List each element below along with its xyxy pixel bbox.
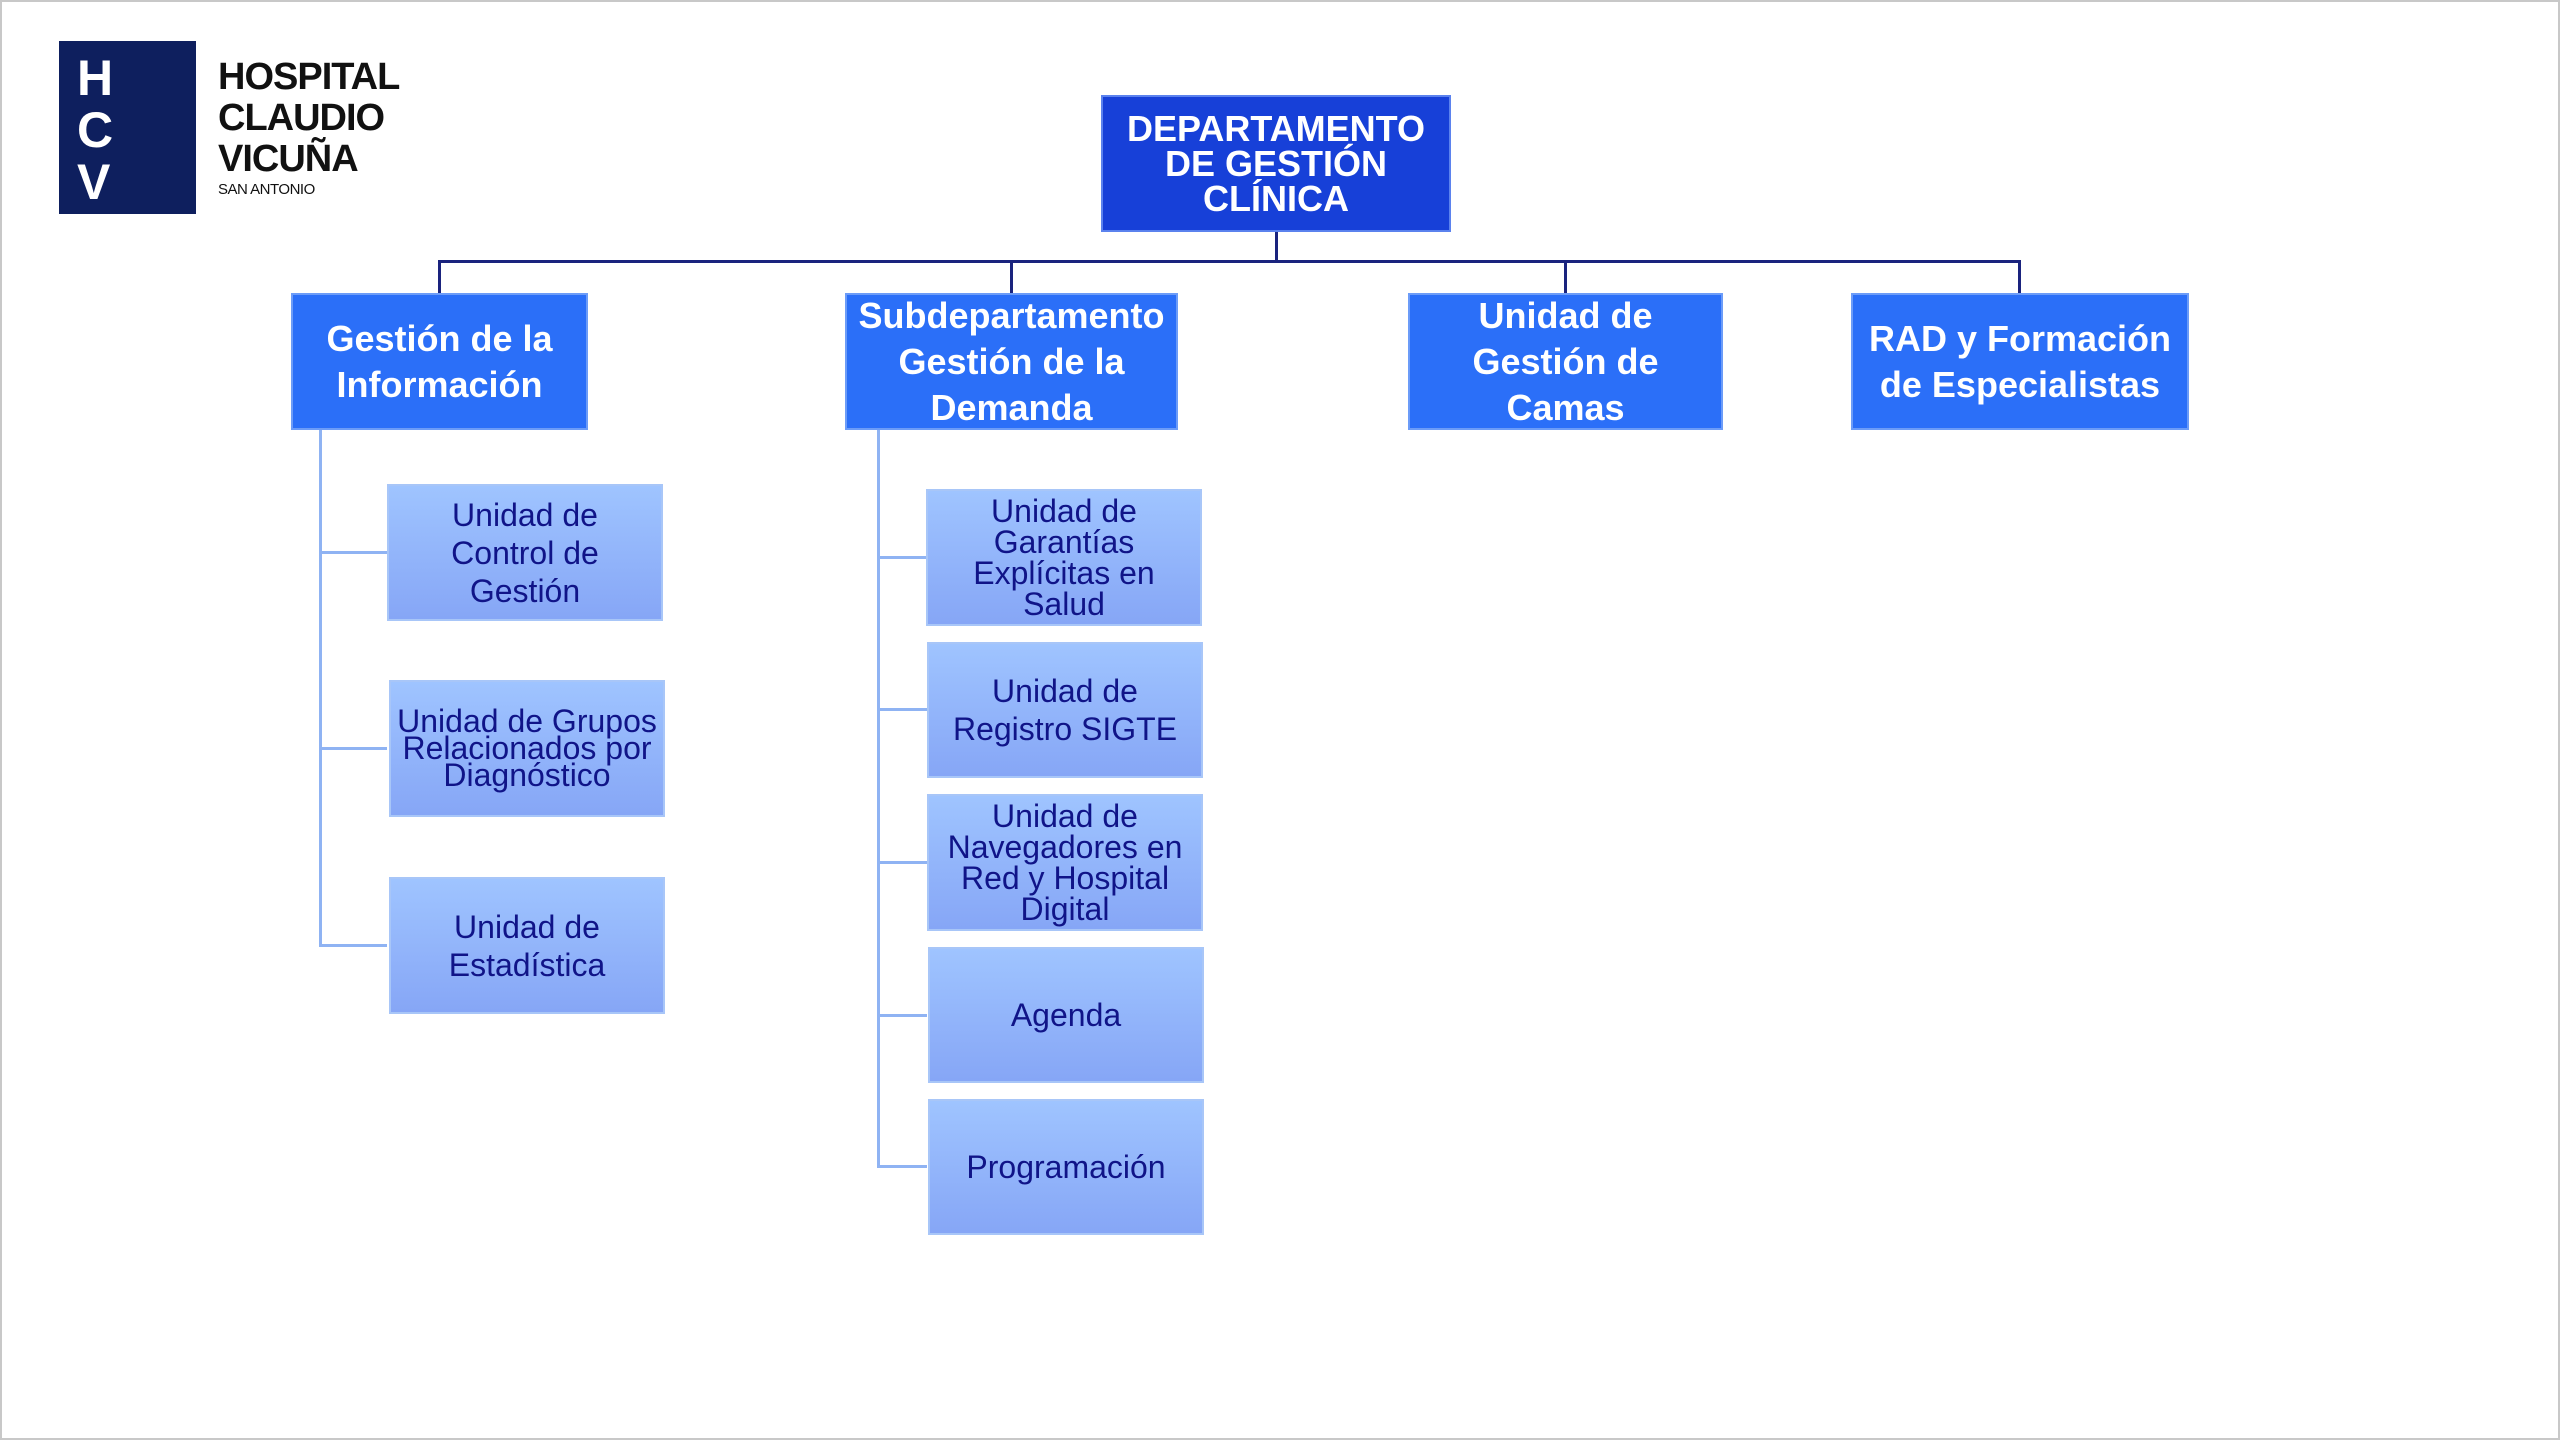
child-box: Unidad de Grupos Relacionados por Diagnó… [389, 680, 665, 817]
child-box: Unidad de Garantías Explícitas en Salud [926, 489, 1202, 626]
connector [2018, 260, 2021, 293]
unit-label: RAD y Formación de Especialistas [1868, 317, 2172, 405]
connector [1010, 260, 1013, 293]
logo-line: VICUÑA [218, 138, 359, 180]
root-label: DEPARTAMENTO DE GESTIÓN CLÍNICA [1126, 108, 1425, 219]
connector [319, 551, 387, 554]
unit-box-informacion: Gestión de la Información [291, 293, 588, 430]
logo-subtitle: SAN ANTONIO [218, 181, 315, 198]
logo-line: CLAUDIO [218, 97, 385, 139]
child-label: Unidad de Grupos Relacionados por Diagnó… [397, 703, 657, 793]
connector [877, 1014, 927, 1017]
child-box: Unidad de Control de Gestión [387, 484, 663, 621]
unit-box-demanda: Subdepartamento Gestión de la Demanda [845, 293, 1178, 430]
unit-box-rad: RAD y Formación de Especialistas [1851, 293, 2189, 430]
hcv-logo-mark: H C V [59, 41, 196, 214]
connector [438, 260, 2021, 263]
logo-letter: C [77, 102, 114, 158]
connector [319, 944, 387, 947]
connector [877, 556, 927, 559]
logo-line: HOSPITAL [218, 56, 400, 98]
child-label: Unidad de Navegadores en Red y Hospital … [947, 797, 1183, 927]
unit-box-camas: Unidad de Gestión de Camas [1408, 293, 1723, 430]
child-box: Agenda [928, 947, 1204, 1083]
logo-letter: H [77, 50, 114, 106]
child-box: Unidad de Navegadores en Red y Hospital … [927, 794, 1203, 931]
connector [319, 747, 387, 750]
child-box: Unidad de Estadística [389, 877, 665, 1014]
logo-letter: V [77, 154, 111, 210]
child-label: Programación [966, 1149, 1166, 1185]
child-box: Programación [928, 1099, 1204, 1235]
connector [877, 861, 927, 864]
child-label: Unidad de Estadística [448, 908, 606, 983]
child-label: Unidad de Registro SIGTE [952, 673, 1178, 747]
root-department-box: DEPARTAMENTO DE GESTIÓN CLÍNICA [1101, 95, 1451, 232]
child-label: Unidad de Control de Gestión [451, 496, 599, 609]
connector [877, 430, 880, 1168]
connector [1275, 232, 1278, 263]
unit-label: Subdepartamento Gestión de la Demanda [858, 294, 1165, 428]
child-label: Agenda [1010, 997, 1122, 1033]
unit-label: Gestión de la Información [326, 317, 553, 405]
child-box: Unidad de Registro SIGTE [927, 642, 1203, 778]
connector [877, 1165, 927, 1168]
connector [877, 708, 927, 711]
hospital-name: HOSPITAL CLAUDIO VICUÑA SAN ANTONIO [218, 56, 400, 200]
connector [319, 430, 322, 947]
child-label: Unidad de Garantías Explícitas en Salud [973, 492, 1155, 622]
connector [438, 260, 441, 293]
unit-label: Unidad de Gestión de Camas [1472, 294, 1659, 428]
connector [1564, 260, 1567, 293]
